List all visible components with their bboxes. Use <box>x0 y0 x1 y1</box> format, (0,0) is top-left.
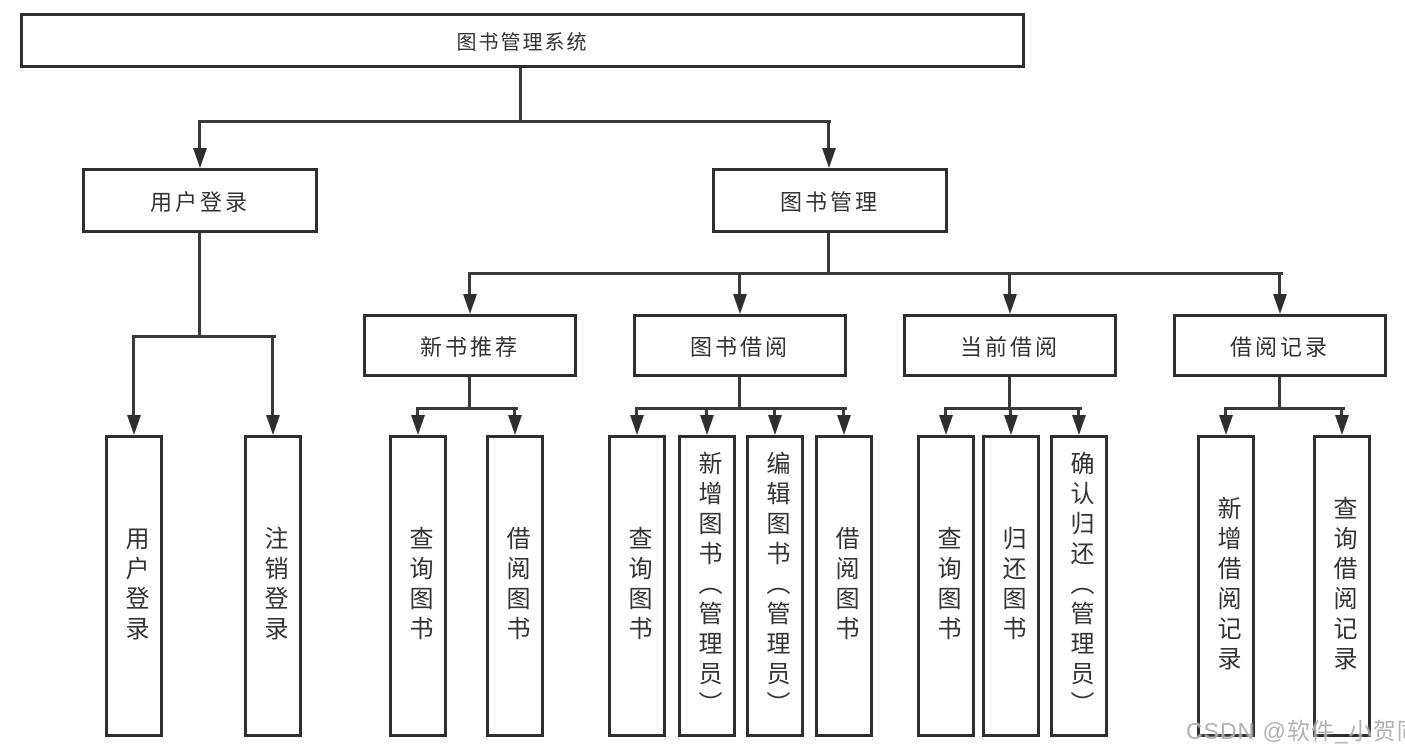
arrowhead-icon <box>127 415 141 435</box>
connector-drop-leaf <box>1009 407 1012 421</box>
node-label: 当前借阅 <box>959 334 1060 360</box>
leaf-label: 查询图书 <box>933 526 960 646</box>
leaf-borrow-books-recommend: 借阅图书 <box>486 435 544 737</box>
leaf-label: 借阅图书 <box>502 526 529 646</box>
connector-borrowrecord-rail <box>1224 407 1345 410</box>
connector-drop-leaf <box>271 335 274 421</box>
node-label: 图书管理系统 <box>456 32 589 54</box>
arrowhead-icon <box>1273 294 1287 314</box>
leaf-label: 注销登录 <box>260 526 287 646</box>
arrowhead-icon <box>1219 415 1233 435</box>
arrowhead-icon <box>463 294 477 314</box>
connector-drop-book-management <box>827 120 830 156</box>
node-label: 用户登录 <box>149 189 250 215</box>
leaf-query-books-current: 查询图书 <box>917 435 975 737</box>
leaf-query-books-recommend: 查询图书 <box>389 435 447 737</box>
connector-drop-leaf <box>513 407 516 421</box>
arrowhead-icon <box>1004 415 1018 435</box>
leaf-return-books: 归还图书 <box>982 435 1040 737</box>
arrowhead-icon <box>700 415 714 435</box>
arrowhead-icon <box>630 415 644 435</box>
connector-drop-leaf <box>1224 407 1227 421</box>
node-borrow-record: 借阅记录 <box>1173 314 1387 377</box>
node-current-borrow: 当前借阅 <box>903 314 1117 377</box>
connector-root-rail <box>198 120 831 123</box>
connector-drop-l3 <box>1008 272 1011 300</box>
leaf-label: 归还图书 <box>998 526 1025 646</box>
connector-newbook-stub <box>468 377 471 409</box>
connector-drop-l3 <box>468 272 471 300</box>
leaf-confirm-return-admin: 确认归还（管理员） <box>1050 435 1108 737</box>
node-book-borrow: 图书借阅 <box>633 314 847 377</box>
node-book-management: 图书管理 <box>712 168 948 233</box>
leaf-query-books-borrow: 查询图书 <box>608 435 666 737</box>
leaf-query-borrow-record: 查询借阅记录 <box>1313 435 1371 737</box>
node-user-login: 用户登录 <box>82 168 318 233</box>
connector-bookborrow-rail <box>635 407 847 410</box>
node-label: 图书管理 <box>779 189 880 215</box>
connector-drop-user-login <box>198 120 201 156</box>
connector-drop-leaf <box>635 407 638 421</box>
connector-drop-leaf <box>842 407 845 421</box>
connector-drop-leaf <box>705 407 708 421</box>
leaf-logout: 注销登录 <box>244 435 302 737</box>
leaf-edit-books-admin: 编辑图书（管理员） <box>746 435 804 737</box>
connector-userlogin-rail <box>132 335 276 338</box>
leaf-add-books-admin: 新增图书（管理员） <box>678 435 736 737</box>
connector-currentborrow-stub <box>1008 377 1011 409</box>
arrowhead-icon <box>266 415 280 435</box>
connector-drop-leaf <box>1340 407 1343 421</box>
arrowhead-icon <box>1072 415 1086 435</box>
connector-bookmgmt-rail <box>468 272 1283 275</box>
node-label: 图书借阅 <box>689 334 790 360</box>
arrowhead-icon <box>837 415 851 435</box>
leaf-label: 查询图书 <box>624 526 651 646</box>
connector-drop-l3 <box>1278 272 1281 300</box>
connector-drop-leaf <box>773 407 776 421</box>
leaf-label: 查询图书 <box>405 526 432 646</box>
arrowhead-icon <box>1335 415 1349 435</box>
connector-borrowrecord-stub <box>1278 377 1281 409</box>
connector-bookborrow-stub <box>738 377 741 409</box>
arrowhead-icon <box>733 294 747 314</box>
leaf-label: 新增借阅记录 <box>1213 496 1240 676</box>
arrowhead-icon <box>411 415 425 435</box>
arrowhead-icon <box>822 148 836 168</box>
arrowhead-icon <box>768 415 782 435</box>
leaf-borrow-books: 借阅图书 <box>815 435 873 737</box>
leaf-label: 查询借阅记录 <box>1329 496 1356 676</box>
csdn-watermark: CSDN @软件_小贺同学 <box>1186 718 1405 744</box>
arrowhead-icon <box>508 415 522 435</box>
arrowhead-icon <box>939 415 953 435</box>
connector-drop-leaf <box>416 407 419 421</box>
leaf-label: 借阅图书 <box>831 526 858 646</box>
connector-currentborrow-rail <box>944 407 1082 410</box>
connector-userlogin-stub <box>198 233 201 337</box>
connector-drop-leaf <box>132 335 135 421</box>
node-label: 借阅记录 <box>1229 334 1330 360</box>
node-root-library-system: 图书管理系统 <box>20 13 1025 68</box>
connector-bookmgmt-stub <box>827 233 830 274</box>
connector-root-stub <box>519 68 522 122</box>
connector-newbook-rail <box>416 407 518 410</box>
node-new-book-recommend: 新书推荐 <box>363 314 577 377</box>
arrowhead-icon <box>1003 294 1017 314</box>
leaf-label: 用户登录 <box>121 526 148 646</box>
leaf-label: 确认归还（管理员） <box>1066 451 1093 721</box>
connector-drop-l3 <box>738 272 741 300</box>
connector-drop-leaf <box>944 407 947 421</box>
arrowhead-icon <box>193 148 207 168</box>
leaf-user-login: 用户登录 <box>105 435 163 737</box>
leaf-label: 新增图书（管理员） <box>694 451 721 721</box>
leaf-label: 编辑图书（管理员） <box>762 451 789 721</box>
node-label: 新书推荐 <box>419 334 520 360</box>
connector-drop-leaf <box>1077 407 1080 421</box>
leaf-add-borrow-record: 新增借阅记录 <box>1197 435 1255 737</box>
